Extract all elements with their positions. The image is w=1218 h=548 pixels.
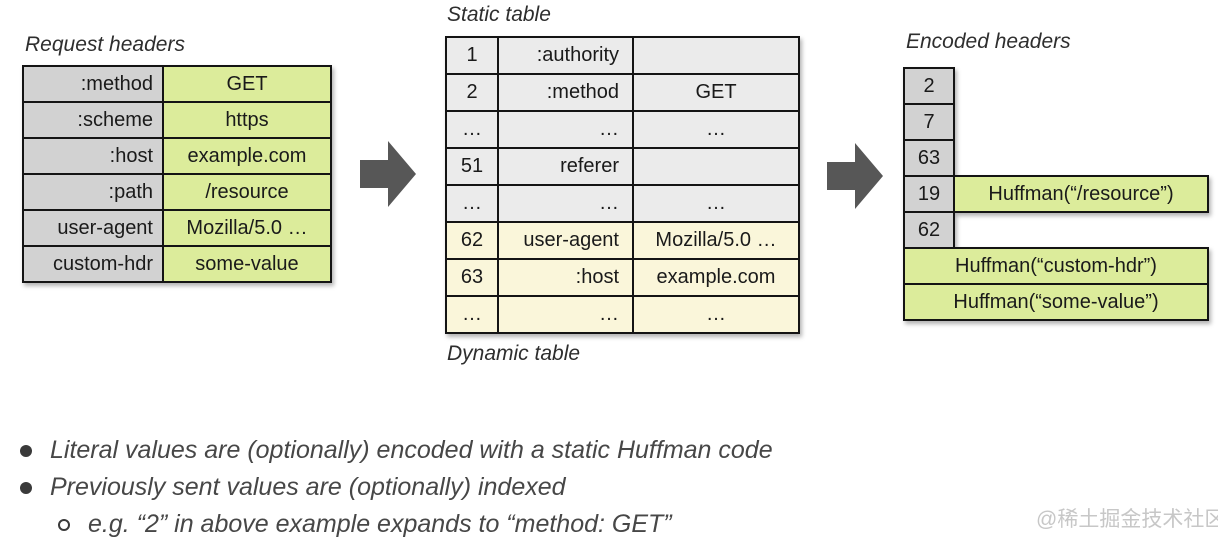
entry-value: example.com <box>634 260 798 295</box>
encoded-index: 19 <box>903 175 955 213</box>
entry-name: … <box>499 297 632 332</box>
entry-name: :method <box>499 75 632 110</box>
entry-name: … <box>499 112 632 147</box>
right-arrow-icon <box>360 141 416 207</box>
entry-index: … <box>447 297 497 332</box>
entry-value: … <box>634 186 798 221</box>
entry-index: … <box>447 186 497 221</box>
entry-index: … <box>447 112 497 147</box>
static-dynamic-table: 1 :authority 2 :method GET … … … 51 refe… <box>445 36 800 334</box>
entry-value: GET <box>634 75 798 110</box>
header-name: :path <box>24 175 162 209</box>
header-name: user-agent <box>24 211 162 245</box>
watermark: @稀土掘金技术社区 <box>1036 508 1218 531</box>
entry-value: … <box>634 112 798 147</box>
sub-bullet-text: e.g. “2” in above example expands to “me… <box>88 510 672 538</box>
request-headers-title: Request headers <box>25 33 185 56</box>
entry-name: … <box>499 186 632 221</box>
header-name: custom-hdr <box>24 247 162 281</box>
entry-index: 63 <box>447 260 497 295</box>
header-name: :host <box>24 139 162 173</box>
bullet-icon <box>20 481 32 494</box>
encoded-index: 62 <box>903 211 955 249</box>
header-value: some-value <box>164 247 330 281</box>
right-arrow-icon <box>827 143 883 209</box>
request-headers-table: :method GET :scheme https :host example.… <box>22 65 332 283</box>
entry-name: user-agent <box>499 223 632 258</box>
entry-name: :authority <box>499 38 632 73</box>
circle-bullet-icon <box>58 518 70 531</box>
bullet-item: Previously sent values are (optionally) … <box>20 473 566 502</box>
header-value: https <box>164 103 330 137</box>
entry-value: Mozilla/5.0 … <box>634 223 798 258</box>
encoded-headers-title: Encoded headers <box>906 30 1071 53</box>
static-table-title: Static table <box>447 3 551 26</box>
entry-value <box>634 149 798 184</box>
entry-value <box>634 38 798 73</box>
encoded-huffman-value: Huffman(“/resource”) <box>953 175 1209 213</box>
entry-value: … <box>634 297 798 332</box>
encoded-index: 63 <box>903 139 955 177</box>
bullet-item: Literal values are (optionally) encoded … <box>20 436 773 465</box>
entry-index: 62 <box>447 223 497 258</box>
sub-bullet-item: e.g. “2” in above example expands to “me… <box>58 510 672 539</box>
header-value: GET <box>164 67 330 101</box>
header-value: Mozilla/5.0 … <box>164 211 330 245</box>
header-name: :method <box>24 67 162 101</box>
encoded-huffman-value: Huffman(“custom-hdr”) <box>903 247 1209 285</box>
header-name: :scheme <box>24 103 162 137</box>
entry-index: 1 <box>447 38 497 73</box>
bullet-text: Previously sent values are (optionally) … <box>50 473 566 501</box>
header-value: /resource <box>164 175 330 209</box>
encoded-index: 7 <box>903 103 955 141</box>
entry-name: :host <box>499 260 632 295</box>
header-value: example.com <box>164 139 330 173</box>
entry-index: 51 <box>447 149 497 184</box>
dynamic-table-title: Dynamic table <box>447 342 581 365</box>
bullet-text: Literal values are (optionally) encoded … <box>50 436 773 464</box>
encoded-headers-table: 2 7 63 19 Huffman(“/resource”) 62 Huffma… <box>903 67 1209 321</box>
encoded-huffman-value: Huffman(“some-value”) <box>903 283 1209 321</box>
encoded-index: 2 <box>903 67 955 105</box>
entry-name: referer <box>499 149 632 184</box>
entry-index: 2 <box>447 75 497 110</box>
bullet-icon <box>20 444 32 457</box>
